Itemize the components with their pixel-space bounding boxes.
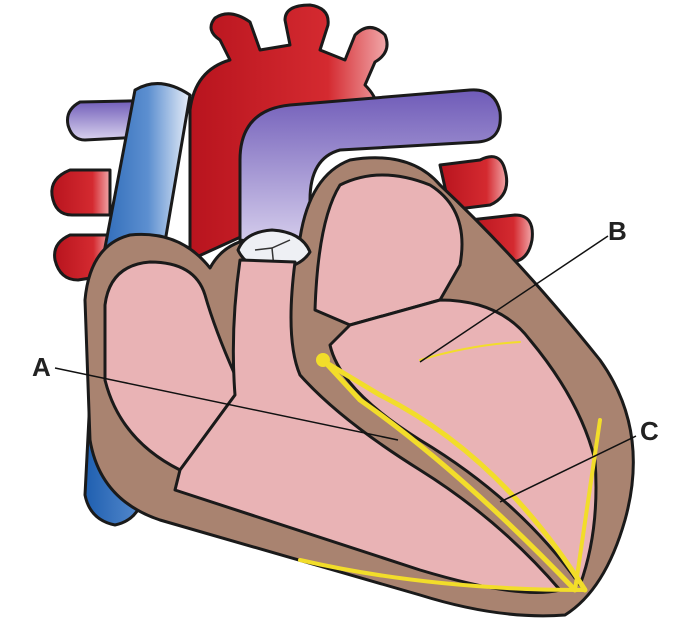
leader-lines (54, 235, 637, 503)
label-a: A (32, 352, 51, 382)
pulmonary-trunk (238, 88, 502, 252)
right-atrium (103, 260, 237, 472)
right-ventricle (173, 258, 562, 594)
label-c: C (640, 416, 659, 446)
label-b: B (608, 216, 627, 246)
conduction-system (298, 341, 602, 593)
left-atrium (313, 173, 464, 327)
